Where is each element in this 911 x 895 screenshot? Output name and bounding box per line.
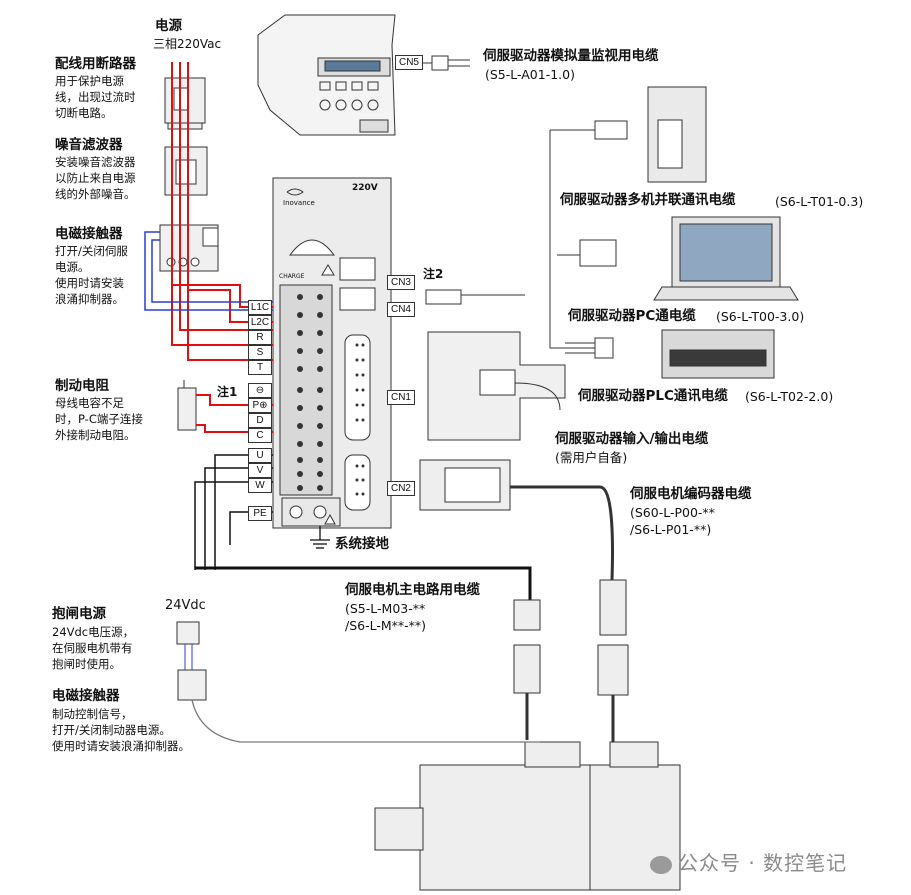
contactor-desc-4: 浪涌抑制器。 <box>55 292 124 306</box>
terminal-d: D <box>248 413 272 428</box>
brake-contactor-desc-2: 打开/关闭制动器电源。 <box>52 723 171 737</box>
small-drive-illustration <box>647 86 707 183</box>
io-cable-subtitle: (需用户自备) <box>555 450 628 465</box>
encoder-connector-illustration <box>419 459 614 581</box>
connector-cn3: CN3 <box>387 275 415 290</box>
plc-cable-title: 伺服驱动器PLC通讯电缆 <box>578 388 728 404</box>
io-cable-title: 伺服驱动器输入/输出电缆 <box>555 431 709 447</box>
breaker-title: 配线用断路器 <box>55 56 136 72</box>
drive-charge-label: CHARGE <box>279 273 305 280</box>
terminal-l2c: L2C <box>248 315 272 330</box>
brake-contactor-title: 电磁接触器 <box>52 688 120 704</box>
main-cable-code-2: /S6-L-M**-**) <box>345 618 427 633</box>
brake-power-desc-1: 24Vdc电压源， <box>52 625 135 639</box>
brake-power-desc-2: 在伺服电机带有 <box>52 641 133 655</box>
pc-cable-illustration <box>565 337 614 359</box>
terminal-p: P⊕ <box>248 398 272 413</box>
brake-power-illustration <box>176 621 207 701</box>
watermark: 公众号 · 数控笔记 <box>650 847 847 876</box>
terminal-u: U <box>248 448 272 463</box>
monitor-cable-code: (S5-L-A01-1.0) <box>485 67 575 82</box>
watermark-text: 公众号 · 数控笔记 <box>678 851 848 875</box>
wechat-icon <box>650 855 672 874</box>
servo-drive-body <box>272 177 392 529</box>
drive-top-panel-illustration <box>257 14 396 136</box>
io-cable-connector-illustration <box>427 331 566 441</box>
brake-resistor-desc-1: 母线电容不足 <box>55 396 124 410</box>
ground-label: 系统接地 <box>335 536 389 552</box>
servo-motor-illustration <box>374 741 681 891</box>
terminal-minus: ⊖ <box>248 383 272 398</box>
terminal-r: R <box>248 330 272 345</box>
main-cable-code-1: (S5-L-M03-** <box>345 601 426 616</box>
brake-contactor-desc-1: 制动控制信号， <box>52 707 133 721</box>
noise-filter-desc-2: 以防止来自电源 <box>55 171 136 185</box>
terminal-v: V <box>248 463 272 478</box>
terminal-screws <box>297 294 365 496</box>
connector-cn1: CN1 <box>387 390 415 405</box>
terminal-pe: PE <box>248 506 272 521</box>
connector-cn4: CN4 <box>387 302 415 317</box>
breaker-desc-2: 线，出现过流时 <box>55 90 136 104</box>
noise-filter-desc-1: 安装噪音滤波器 <box>55 155 136 169</box>
encoder-cable-code-2: /S6-L-P01-**) <box>630 522 712 537</box>
brake-resistor-desc-3: 外接制动电阻。 <box>55 428 136 442</box>
monitor-cable-connector <box>420 55 470 71</box>
plc-cable-code: (S6-L-T02-2.0) <box>745 389 834 404</box>
cn3-note2-cable <box>425 289 525 305</box>
pc-cable-code: (S6-L-T00-3.0) <box>716 309 805 324</box>
contactor-desc-2: 电源。 <box>55 260 90 274</box>
brake-resistor-illustration <box>177 380 197 431</box>
brake-power-desc-3: 抱闸时使用。 <box>52 657 121 671</box>
contactor-desc-1: 打开/关闭伺服 <box>55 244 128 258</box>
note2-label: 注2 <box>423 267 444 281</box>
motor-connectors <box>513 579 629 742</box>
contactor-title: 电磁接触器 <box>55 226 123 242</box>
drive-model-label: 220V <box>352 183 378 193</box>
noise-filter-desc-3: 线的外部噪音。 <box>55 187 136 201</box>
terminal-w: W <box>248 478 272 493</box>
connector-cn2: CN2 <box>387 481 415 496</box>
power-lines-blue <box>144 231 273 311</box>
plc-illustration <box>661 329 775 379</box>
drive-brand-label: Inovance <box>283 199 315 207</box>
main-cable-title: 伺服电机主电路用电缆 <box>345 582 480 598</box>
encoder-cable-title: 伺服电机编码器电缆 <box>630 486 752 502</box>
encoder-cable-code-1: (S60-L-P00-** <box>630 505 715 520</box>
terminal-s: S <box>248 345 272 360</box>
pc-cable-title: 伺服驱动器PC通电缆 <box>568 308 696 324</box>
brake-wire <box>191 699 540 743</box>
cn3-multi-cable <box>549 120 628 349</box>
brake-resistor-desc-2: 时，P-C端子连接 <box>55 412 143 426</box>
terminal-l1c: L1C <box>248 300 272 315</box>
brake-power-title: 抱闸电源 <box>52 606 106 622</box>
power-title: 电源 <box>155 18 182 34</box>
contactor-desc-3: 使用时请安装 <box>55 276 124 290</box>
multi-cable-code: (S6-L-T01-0.3) <box>775 194 864 209</box>
breaker-desc-3: 切断电路。 <box>55 106 113 120</box>
power-subtitle: 三相220Vac <box>153 37 222 51</box>
brake-resistor-title: 制动电阻 <box>55 378 109 394</box>
brake-resistor-wires <box>196 394 273 433</box>
brake-power-voltage: 24Vdc <box>165 598 206 613</box>
note1-label: 注1 <box>217 385 238 399</box>
noise-filter-title: 噪音滤波器 <box>55 137 123 153</box>
terminal-t: T <box>248 360 272 375</box>
monitor-cable-title: 伺服驱动器模拟量监视用电缆 <box>483 48 659 64</box>
brake-contactor-desc-3: 使用时请安装浪涌抑制器。 <box>52 739 190 753</box>
breaker-desc-1: 用于保护电源 <box>55 74 124 88</box>
ground-symbol <box>310 526 330 549</box>
connector-cn5: CN5 <box>395 55 423 70</box>
laptop-illustration <box>653 216 799 301</box>
terminal-c: C <box>248 428 272 443</box>
multi-cable-title: 伺服驱动器多机并联通讯电缆 <box>560 192 736 208</box>
